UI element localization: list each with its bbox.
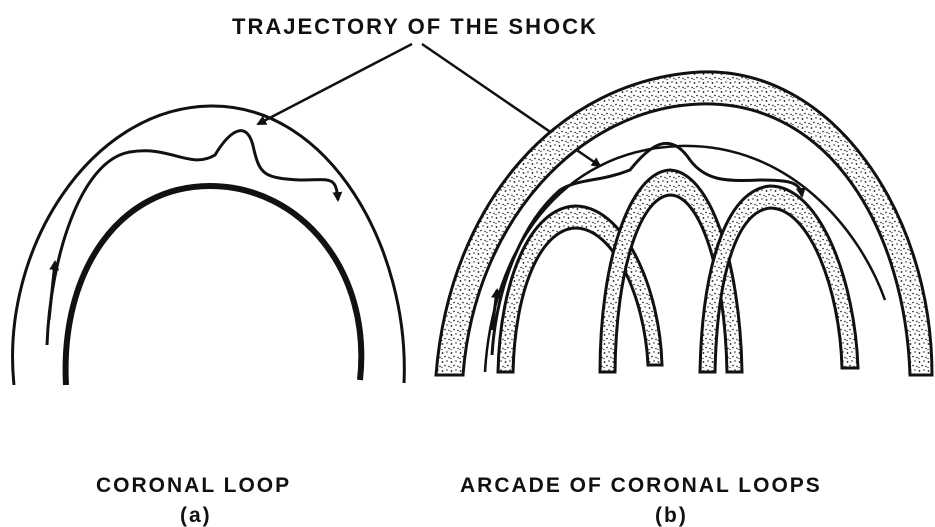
outer-loop-a [13,106,405,385]
sublabel-a: (a) [180,504,212,527]
shock-trajectory-a [47,131,338,345]
leader-line-a [258,44,412,124]
title-label: TRAJECTORY OF THE SHOCK [232,14,598,39]
caption-b: ARCADE OF CORONAL LOOPS [460,474,822,497]
upward-arrow-a [49,262,55,320]
inner-loop-a [66,186,362,385]
sublabel-b: (b) [655,504,688,527]
coronal-loop-diagram [13,106,405,385]
arcade-diagram [436,72,932,375]
caption-a: CORONAL LOOP [96,474,291,497]
